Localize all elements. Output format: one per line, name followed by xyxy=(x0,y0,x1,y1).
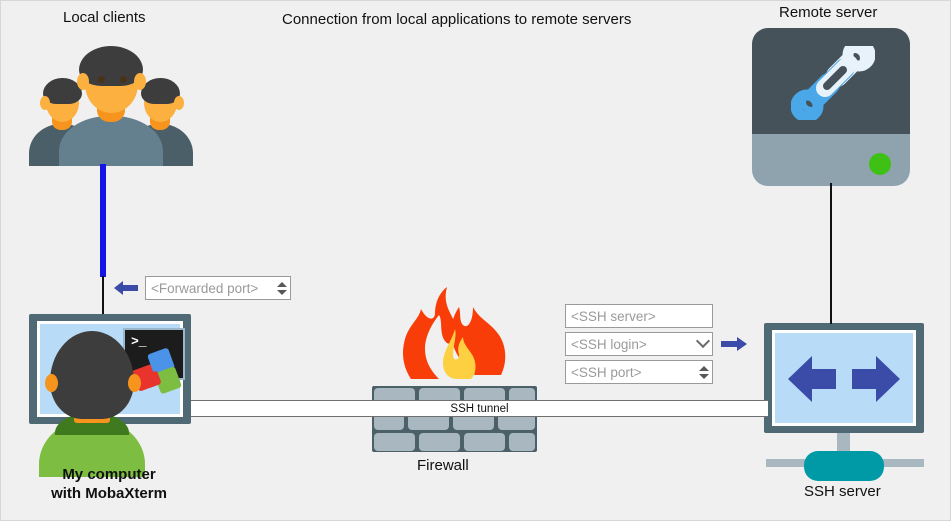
outgoing-ssh-connection-arrow xyxy=(721,335,747,358)
computer-user-head xyxy=(50,331,134,419)
brick xyxy=(464,433,505,451)
forwarded-port-input[interactable]: <Forwarded port> xyxy=(145,276,291,300)
my-computer-label-line2: with MobaXterm xyxy=(51,485,167,502)
chain-link-icon xyxy=(790,38,876,125)
computer-user-ear-left xyxy=(45,374,58,392)
local-clients-label: Local clients xyxy=(63,9,146,26)
firewall-label: Firewall xyxy=(417,457,469,474)
ssh-server-input[interactable]: <SSH server> xyxy=(565,304,713,328)
computer-user-ear-right xyxy=(128,374,141,392)
ssh-server-placeholder: <SSH server> xyxy=(571,308,656,324)
stepper-up-icon[interactable] xyxy=(277,281,287,287)
remote-server-status-led xyxy=(869,153,891,175)
brick xyxy=(374,433,415,451)
clients-to-computer-link-line-lower xyxy=(102,276,104,316)
ssh-port-stepper[interactable] xyxy=(696,361,712,383)
forwarded-port-stepper[interactable] xyxy=(274,277,290,299)
ssh-server-label: SSH server xyxy=(804,483,881,500)
mobaxterm-puzzle-icon xyxy=(129,343,193,402)
terminal-prompt-glyph: >_ xyxy=(131,334,147,349)
chevron-down-icon[interactable] xyxy=(694,333,712,355)
ssh-server-monitor-stand xyxy=(837,433,850,455)
flame-icon xyxy=(401,287,509,402)
stepper-down-icon[interactable] xyxy=(277,289,287,295)
brick xyxy=(509,433,535,451)
ssh-server-base xyxy=(804,451,884,481)
diagram-title: Connection from local applications to re… xyxy=(282,11,632,28)
ssh-tunnel-label: SSH tunnel xyxy=(450,402,509,415)
my-computer-label-line1: My computer xyxy=(62,466,156,483)
remote-server-label: Remote server xyxy=(779,4,878,21)
ssh-tunnel-band: SSH tunnel xyxy=(191,400,768,417)
brick xyxy=(419,433,460,451)
group-of-users-icon xyxy=(27,46,195,166)
ssh-login-combobox[interactable]: <SSH login> xyxy=(565,332,713,356)
ssh-port-placeholder: <SSH port> xyxy=(571,364,642,380)
forwarded-port-placeholder: <Forwarded port> xyxy=(151,280,259,296)
remote-server-to-ssh-server-link-line xyxy=(830,183,832,324)
bidirectional-arrows-icon xyxy=(788,350,900,413)
clients-to-computer-link-line xyxy=(100,164,106,277)
ssh-login-placeholder: <SSH login> xyxy=(571,336,647,352)
ssh-port-input[interactable]: <SSH port> xyxy=(565,360,713,384)
stepper-up-icon[interactable] xyxy=(699,365,709,371)
stepper-down-icon[interactable] xyxy=(699,373,709,379)
incoming-forwarded-port-arrow xyxy=(114,279,138,302)
computer-user-collar xyxy=(55,413,129,435)
